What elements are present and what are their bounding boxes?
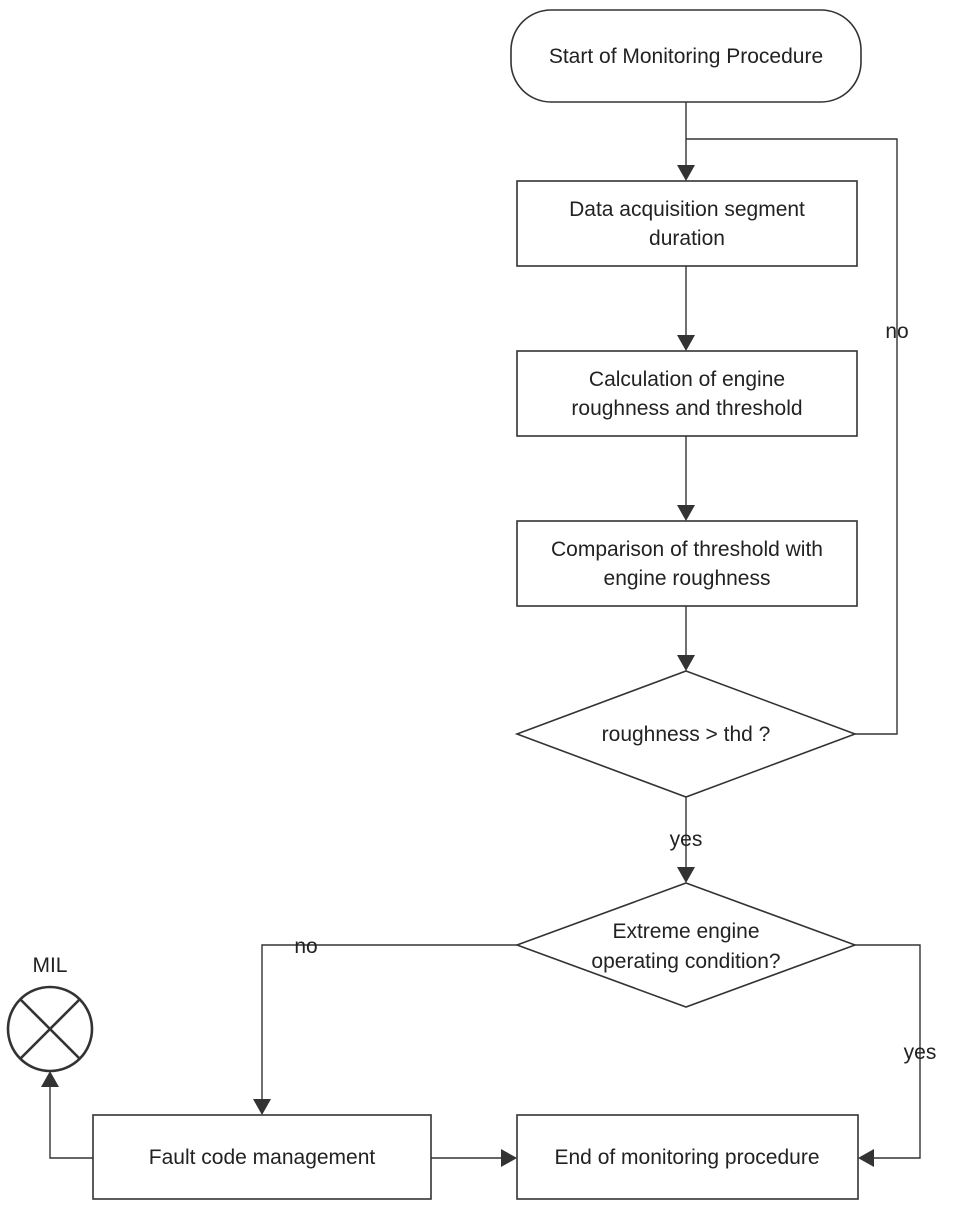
fault-node: Fault code management [92, 1114, 432, 1200]
calculation-label-line1: Calculation of engine [589, 368, 785, 391]
extreme-decision-label-line1: Extreme engine [612, 920, 759, 943]
comparison-label-line2: engine roughness [604, 567, 771, 590]
edge-fault-to-mil [41, 1071, 93, 1159]
comparison-label-line1: Comparison of threshold with [551, 538, 823, 561]
start-node: Start of Monitoring Procedure [510, 9, 862, 103]
acquisition-label-line1: Data acquisition segment [569, 198, 805, 221]
start-label: Start of Monitoring Procedure [549, 45, 823, 68]
comparison-node: Comparison of threshold with engine roug… [516, 520, 858, 607]
edge-start-to-acquisition [677, 102, 695, 181]
calculation-node: Calculation of engine roughness and thre… [516, 350, 858, 437]
edge-calculation-to-comparison [677, 436, 695, 521]
threshold-no-label: no [885, 320, 908, 343]
end-label: End of monitoring procedure [555, 1146, 820, 1169]
extreme-no-label: no [294, 935, 317, 958]
extreme-yes-label: yes [904, 1041, 937, 1064]
extreme-decision-label-line2: operating condition? [591, 950, 780, 973]
threshold-decision-label: roughness > thd ? [602, 723, 771, 746]
end-node: End of monitoring procedure [516, 1114, 859, 1200]
lamp-cross-icon [6, 985, 94, 1073]
calculation-label-line2: roughness and threshold [571, 397, 802, 420]
edge-extreme-yes [855, 944, 921, 1167]
extreme-decision-node: Extreme engine operating condition? [514, 882, 858, 1008]
mil-lamp: MIL [6, 954, 94, 1073]
threshold-yes-label: yes [670, 828, 703, 851]
edge-comparison-to-threshold-decision [677, 606, 695, 671]
edge-acquisition-to-calculation [677, 266, 695, 351]
edge-threshold-yes [677, 797, 695, 883]
mil-label: MIL [32, 954, 67, 977]
edge-extreme-no [253, 944, 517, 1115]
threshold-decision-node: roughness > thd ? [514, 670, 858, 798]
acquisition-node: Data acquisition segment duration [516, 180, 858, 267]
fault-label: Fault code management [149, 1146, 376, 1169]
acquisition-label-line2: duration [649, 227, 725, 250]
edge-threshold-no-loop [686, 138, 898, 735]
edge-fault-to-end [431, 1149, 517, 1167]
